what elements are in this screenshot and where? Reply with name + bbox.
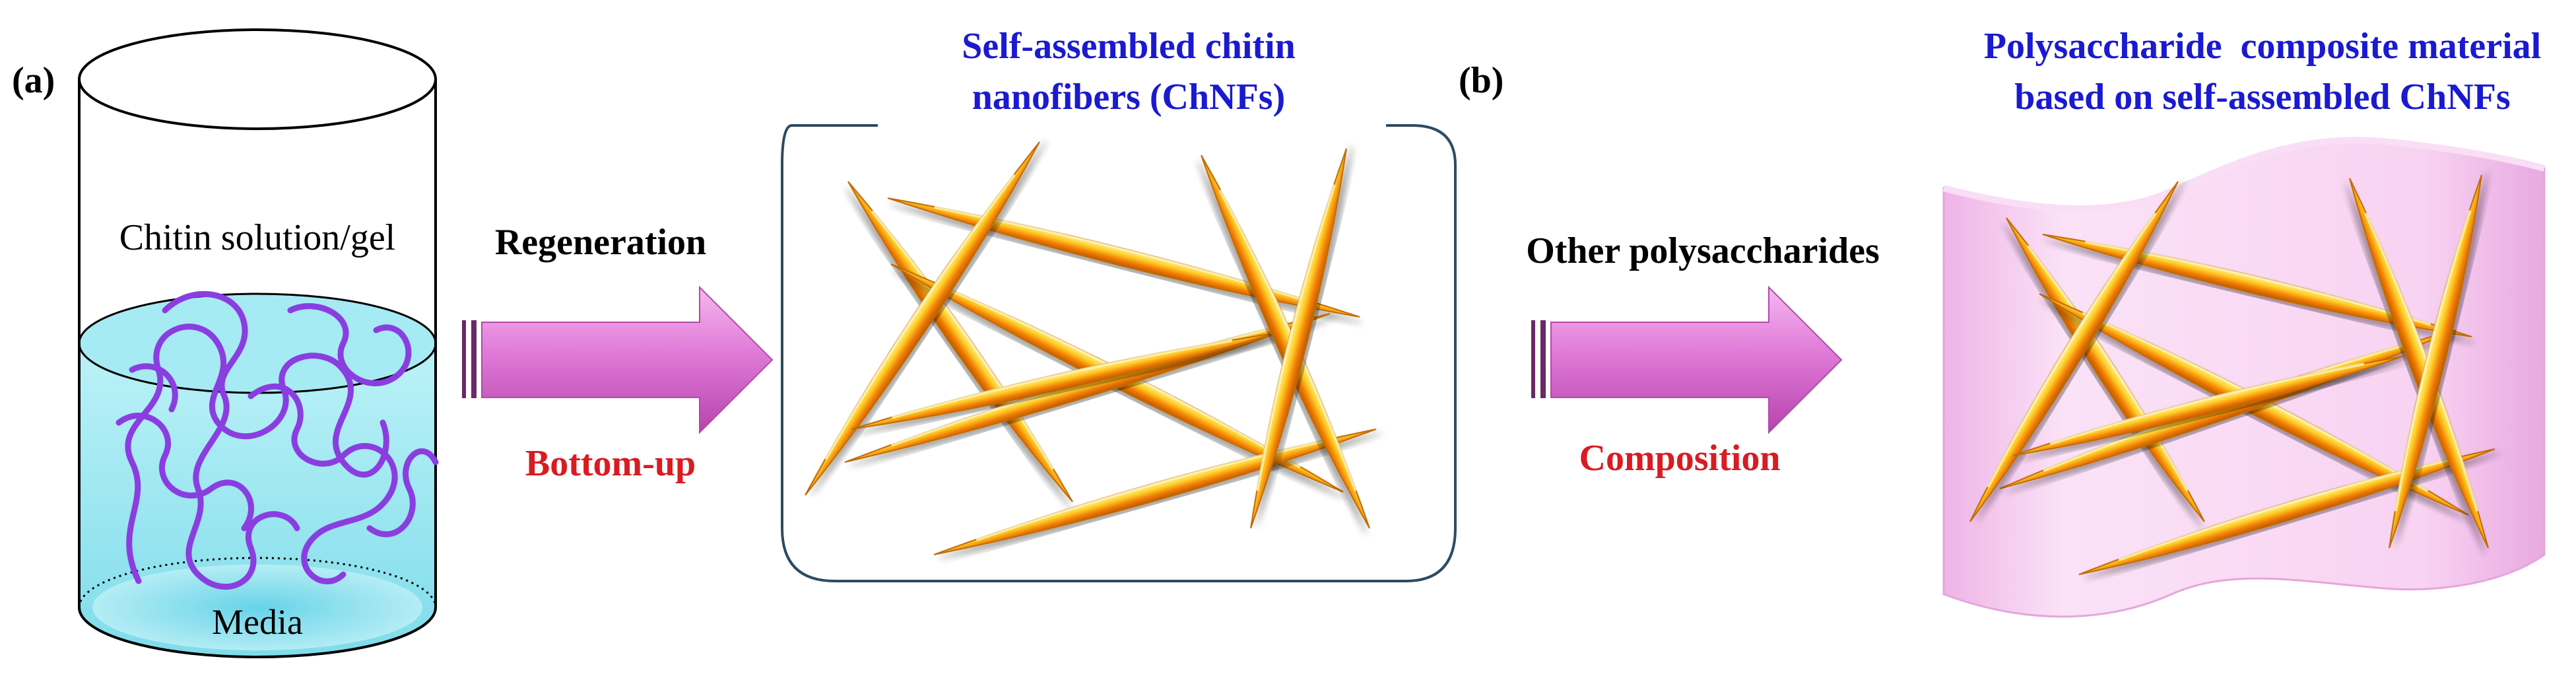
arrow2-tail-bar-2 bbox=[1540, 320, 1546, 398]
nanofiber-6-highlight bbox=[892, 339, 1233, 419]
nanofiber-5-highlight bbox=[825, 174, 1016, 460]
beaker-top-rim bbox=[78, 28, 437, 130]
arrow1-tail-bar-2 bbox=[471, 320, 477, 398]
arrow1-tail-bar-1 bbox=[462, 320, 466, 398]
arrow2-body bbox=[1550, 285, 1843, 434]
panel-a-label: (a) bbox=[12, 60, 55, 101]
regeneration-arrow bbox=[462, 285, 774, 434]
composite-nanofiber-6-highlight bbox=[2050, 362, 2365, 445]
beaker-bottom-glow bbox=[92, 565, 422, 650]
composite-nanofiber-1-highlight bbox=[2027, 245, 2189, 491]
nanofiber-title-line1: Self-assembled chitin bbox=[962, 26, 1296, 67]
composition-arrow bbox=[1531, 285, 1843, 434]
nanofiber-7-highlight bbox=[975, 438, 1333, 541]
composition-label: Composition bbox=[1579, 438, 1781, 479]
nanofiber-9-highlight bbox=[1256, 184, 1336, 491]
arrow1-body bbox=[481, 285, 774, 434]
nanofiber-7 bbox=[933, 429, 1377, 555]
nanofiber-box bbox=[781, 124, 1457, 582]
beaker-bottom-front-rim bbox=[78, 607, 437, 658]
solution-label: Chitin solution/gel bbox=[119, 217, 395, 258]
panel-b-label: (b) bbox=[1459, 60, 1503, 101]
beaker: Chitin solution/gel Media bbox=[78, 28, 439, 658]
other-polysaccharides-label: Other polysaccharides bbox=[1526, 230, 1880, 271]
composite-nanofiber-bundle bbox=[1969, 174, 2495, 575]
arrow2-tail-bar-1 bbox=[1531, 320, 1535, 398]
composite-title-line2: based on self-assembled ChNFs bbox=[2014, 77, 2510, 118]
liquid-surface bbox=[78, 293, 437, 394]
composite-sheet bbox=[1942, 137, 2546, 618]
bottom-up-label: Bottom-up bbox=[525, 443, 696, 484]
media-label: Media bbox=[212, 602, 303, 642]
composite-sheet-top-edge bbox=[1942, 137, 2546, 212]
nanofiber-title-line2: nanofibers (ChNFs) bbox=[972, 77, 1285, 118]
composite-nanofiber-5-highlight bbox=[1987, 213, 2156, 488]
composite-sheet-body bbox=[1942, 139, 2546, 618]
composite-title-line1: Polysaccharide composite material bbox=[1984, 26, 2541, 67]
polymer-chains bbox=[116, 291, 439, 590]
nanofiber-1-highlight bbox=[871, 211, 1054, 470]
composite-nanofiber-9-highlight bbox=[2394, 210, 2471, 512]
regeneration-label: Regeneration bbox=[495, 222, 706, 263]
nanofiber-bundle bbox=[805, 141, 1377, 555]
